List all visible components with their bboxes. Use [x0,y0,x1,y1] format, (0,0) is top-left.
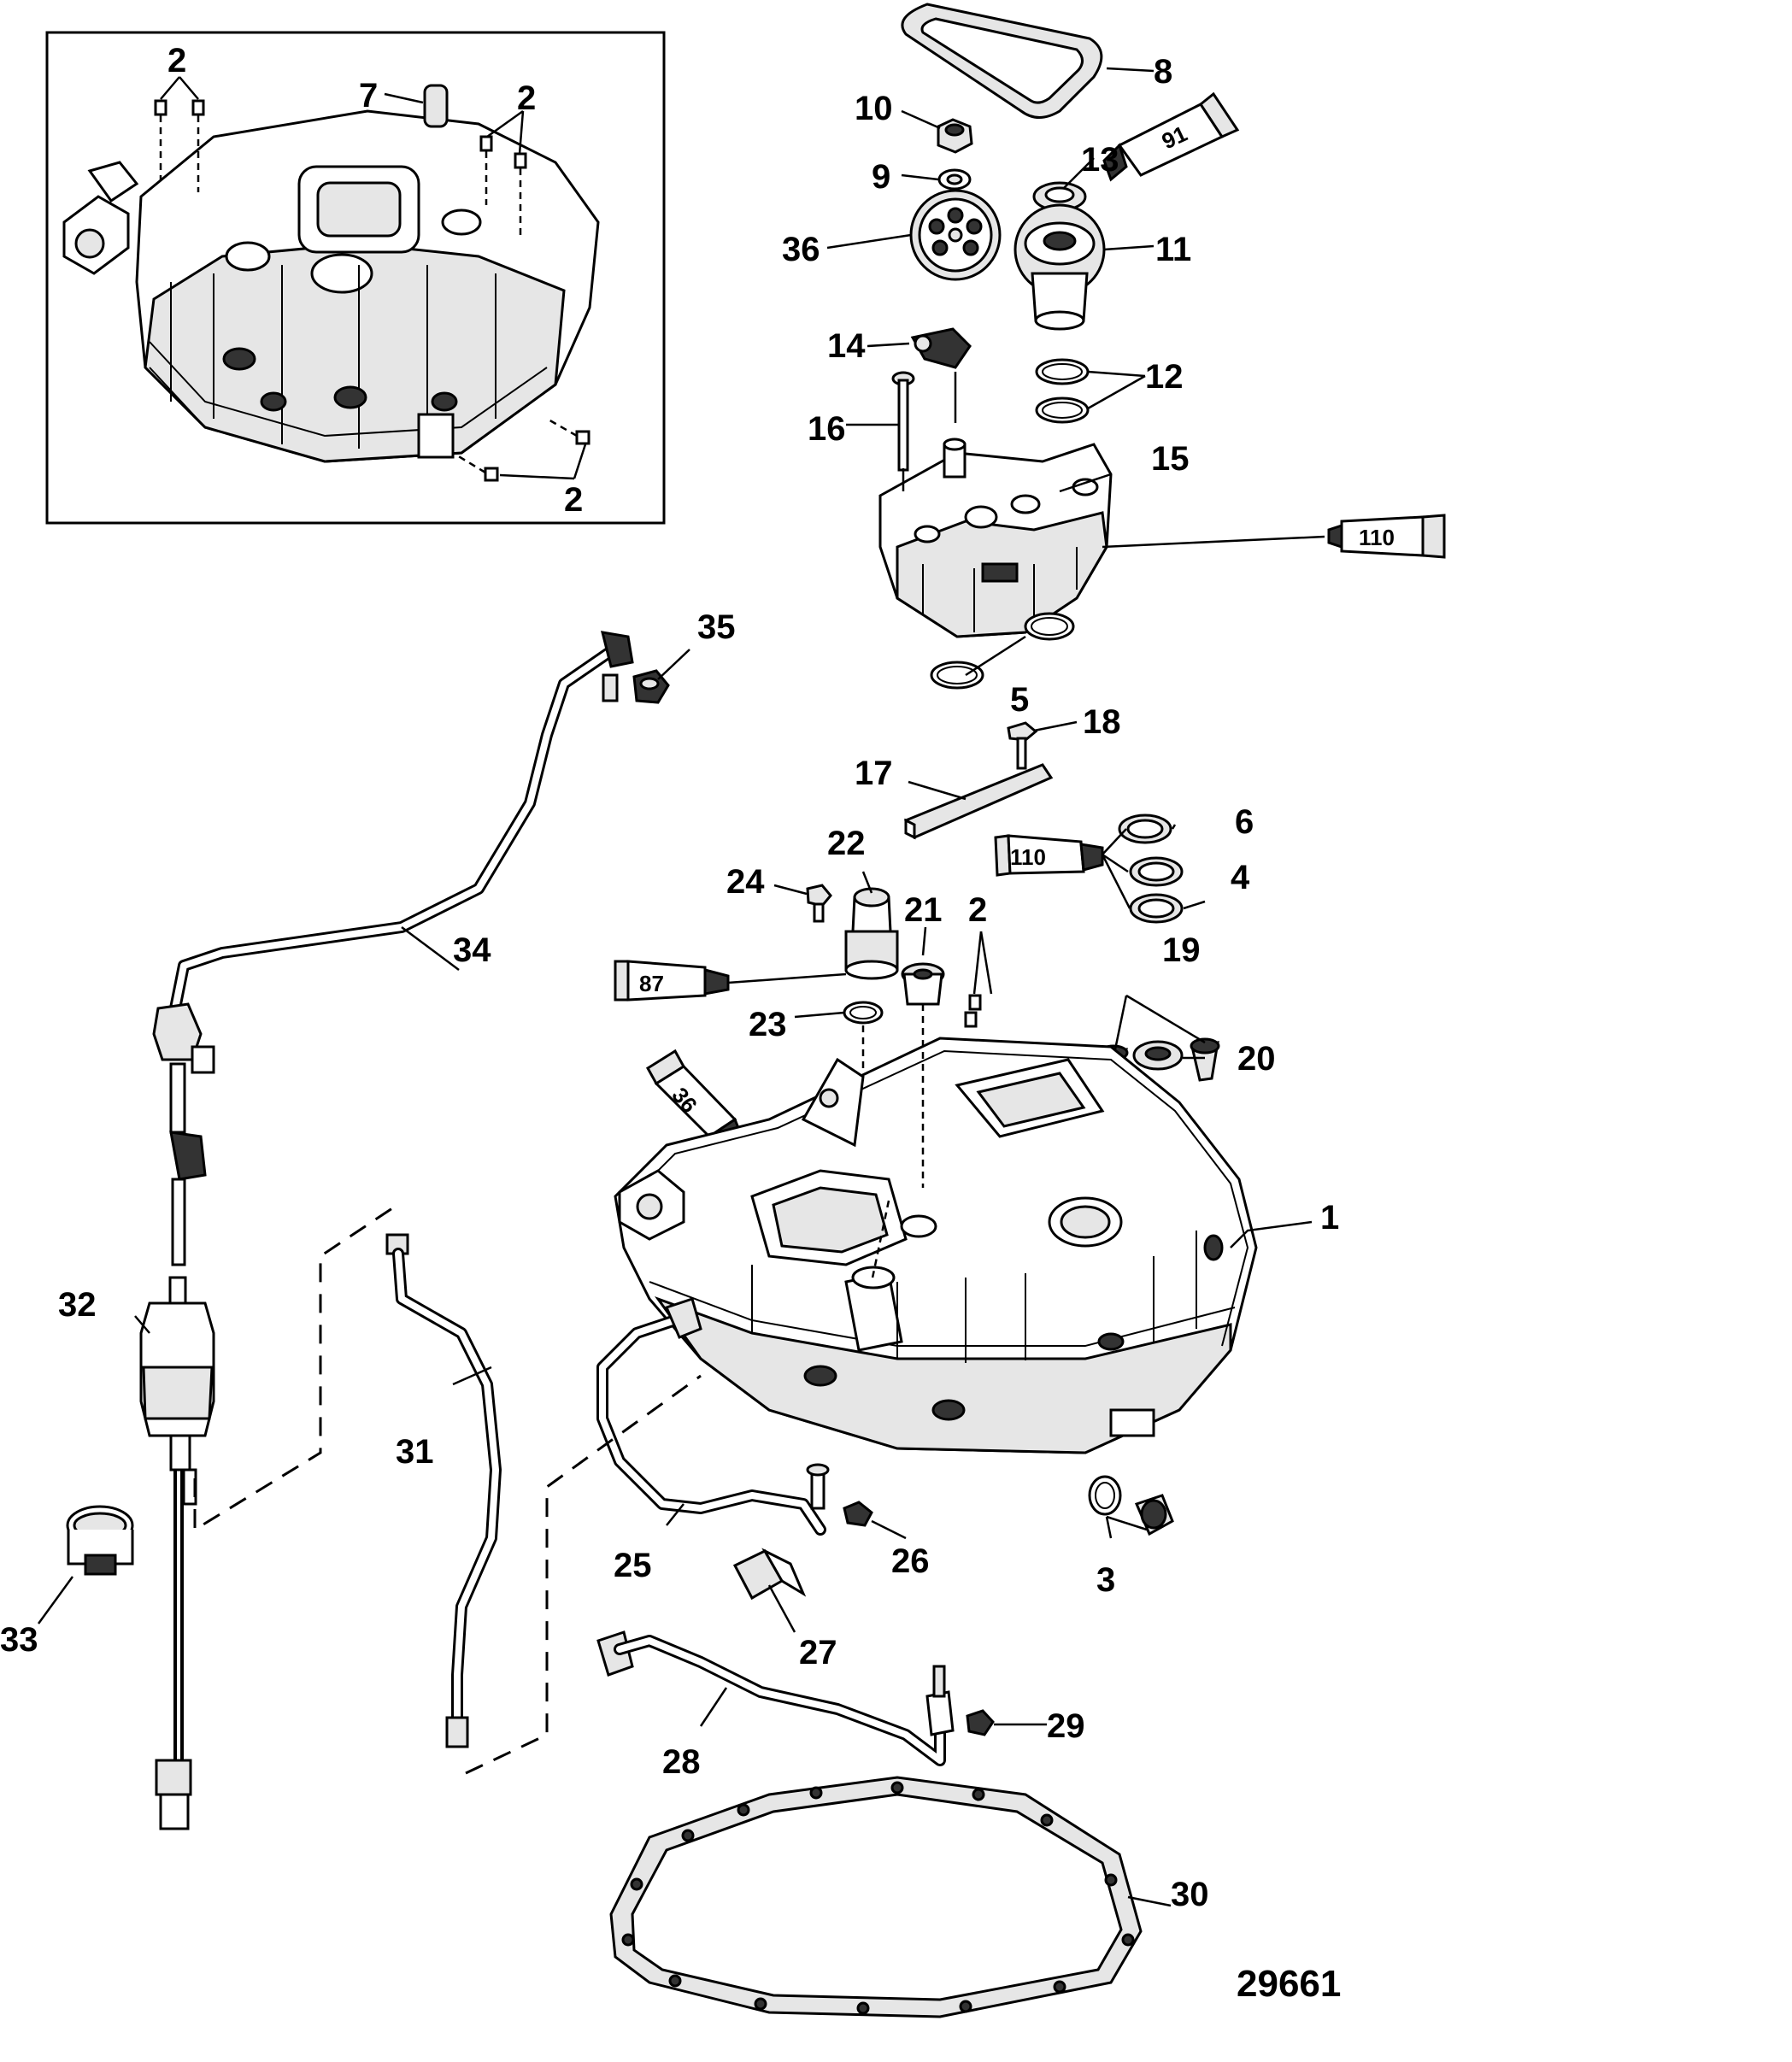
tube-label-110-top: 110 [1359,525,1395,550]
callout-13: 13 [1081,141,1119,179]
figure-number: 29661 [1237,1963,1341,2005]
seals-4 [1129,856,1184,924]
inset-housing [62,109,600,463]
dashed-guides [193,1203,702,1775]
callout-28: 28 [662,1743,701,1781]
grommet-20 [1132,1040,1184,1071]
hose-25 [596,1297,830,1536]
nut-26 [843,1501,873,1527]
main-housing-1 [614,1037,1258,1454]
callout-12: 12 [1145,358,1184,396]
callout-19: 19 [1162,931,1201,969]
clip-27 [732,1548,807,1601]
callout-8: 8 [1154,53,1172,91]
callout-23: 23 [749,1006,787,1043]
callout-30: 30 [1171,1876,1209,1913]
inset-fitting-7 [423,84,449,128]
callout-21: 21 [904,891,943,929]
washer-9 [937,168,972,191]
grommet-21 [901,962,945,1006]
callout-11: 11 [1155,231,1191,268]
clip-14 [910,327,972,369]
callout-16: 16 [808,410,846,448]
callout-inset-7: 7 [359,77,378,115]
o-rings-5 [930,612,1075,690]
fitting-22 [844,887,899,980]
callout-6: 6 [1235,803,1254,841]
sprocket-36 [909,189,1002,281]
bolt-16 [891,371,915,472]
gear-shaft-11 [1014,203,1106,331]
gasket-30 [609,1776,1143,2018]
sealant-tube-110-mid: 110 [994,834,1104,877]
pump-assembly-15 [878,438,1113,638]
timing-belt-8 [901,3,1103,119]
callout-14: 14 [827,327,866,365]
callout-17: 17 [855,755,893,792]
dowel-pins-2 [964,994,982,1028]
hose-34 [152,631,634,1266]
callout-10: 10 [855,90,893,127]
callout-34: 34 [453,931,491,969]
o-ring-and-plug-3 [1088,1475,1174,1536]
bolt-24 [806,884,832,923]
callout-26: 26 [891,1542,930,1580]
seal-13 [1032,181,1087,212]
sealant-tube-91: 91 [1102,91,1240,182]
bolt-18 [1007,721,1038,770]
callout-32: 32 [58,1286,97,1324]
tube-label-87: 87 [639,971,664,996]
callout-29: 29 [1047,1707,1085,1745]
o-ring-23 [843,1001,884,1025]
clamp-33 [66,1505,134,1576]
seal-6 [1118,814,1172,844]
callout-inset-2-bottom: 2 [564,481,583,519]
callout-inset-2-top: 2 [167,42,186,79]
callout-1: 1 [1320,1199,1339,1237]
plate-17 [903,763,1054,840]
callout-27: 27 [799,1634,837,1671]
callout-22: 22 [827,825,866,862]
callout-15: 15 [1151,440,1190,478]
sealant-tube-87: 87 [614,960,730,1002]
inset-detail: 2 7 2 2 [45,31,666,525]
nut-10 [937,118,973,154]
fuel-pump-32 [139,1276,215,1830]
sealant-tube-110-top: 110 [1327,514,1446,559]
hose-31 [385,1233,502,1748]
callout-18: 18 [1083,703,1121,741]
callout-inset-2-right: 2 [517,79,536,117]
callout-9: 9 [872,158,890,196]
callout-36: 36 [782,231,820,268]
callout-24: 24 [726,863,765,901]
callout-5: 5 [1010,681,1029,719]
callout-2-main: 2 [968,891,987,929]
callout-20: 20 [1237,1040,1276,1078]
callout-35: 35 [697,608,736,646]
callout-31: 31 [396,1433,434,1471]
tube-label-110-mid: 110 [1010,844,1046,870]
o-rings-12 [1035,358,1090,424]
hose-28 [596,1630,955,1766]
nut-29 [966,1709,995,1736]
callout-25: 25 [614,1547,652,1584]
callout-4: 4 [1231,859,1250,896]
callout-33: 33 [0,1621,38,1659]
callout-3: 3 [1096,1561,1115,1599]
